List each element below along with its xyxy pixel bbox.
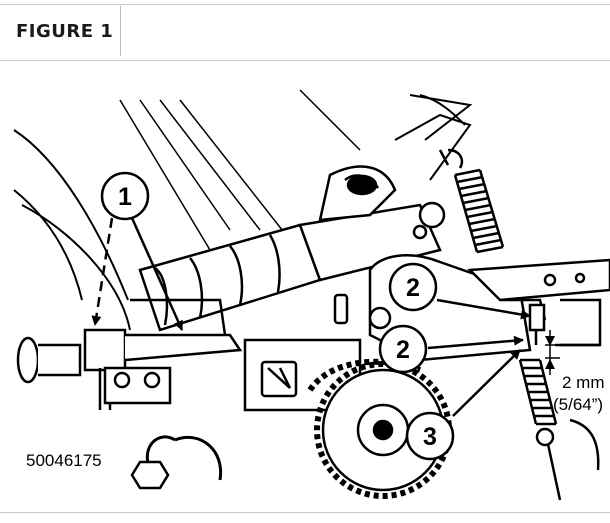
header-rule bbox=[0, 60, 610, 61]
lower-left-assembly bbox=[16, 298, 362, 490]
upper-spring bbox=[438, 148, 505, 254]
callout-1: 1 bbox=[100, 171, 150, 221]
bottom-rule bbox=[0, 512, 610, 513]
callout-2-upper-label: 2 bbox=[406, 274, 420, 302]
dimension-inch-text: (5/64”) bbox=[553, 395, 603, 414]
leader-lines bbox=[91, 217, 531, 417]
callout-3: 3 bbox=[405, 411, 455, 461]
dimension-marker bbox=[545, 330, 560, 375]
lower-spring bbox=[518, 358, 600, 501]
part-number-text: 50046175 bbox=[26, 451, 102, 470]
top-rule bbox=[0, 4, 610, 5]
actuator-cylinder bbox=[138, 165, 446, 332]
dimension-mm-text: 2 mm bbox=[562, 373, 605, 392]
figure-header: FIGURE 1 bbox=[0, 0, 610, 62]
callout-2-lower-label: 2 bbox=[396, 336, 410, 364]
figure-title-cell: FIGURE 1 bbox=[4, 6, 121, 56]
callout-2-upper: 2 bbox=[388, 262, 438, 312]
callout-1-label: 1 bbox=[118, 183, 132, 211]
figure-title: FIGURE 1 bbox=[16, 20, 114, 42]
callout-2-lower: 2 bbox=[378, 324, 428, 374]
callout-3-label: 3 bbox=[423, 423, 437, 451]
frame-outlines bbox=[13, 89, 473, 331]
